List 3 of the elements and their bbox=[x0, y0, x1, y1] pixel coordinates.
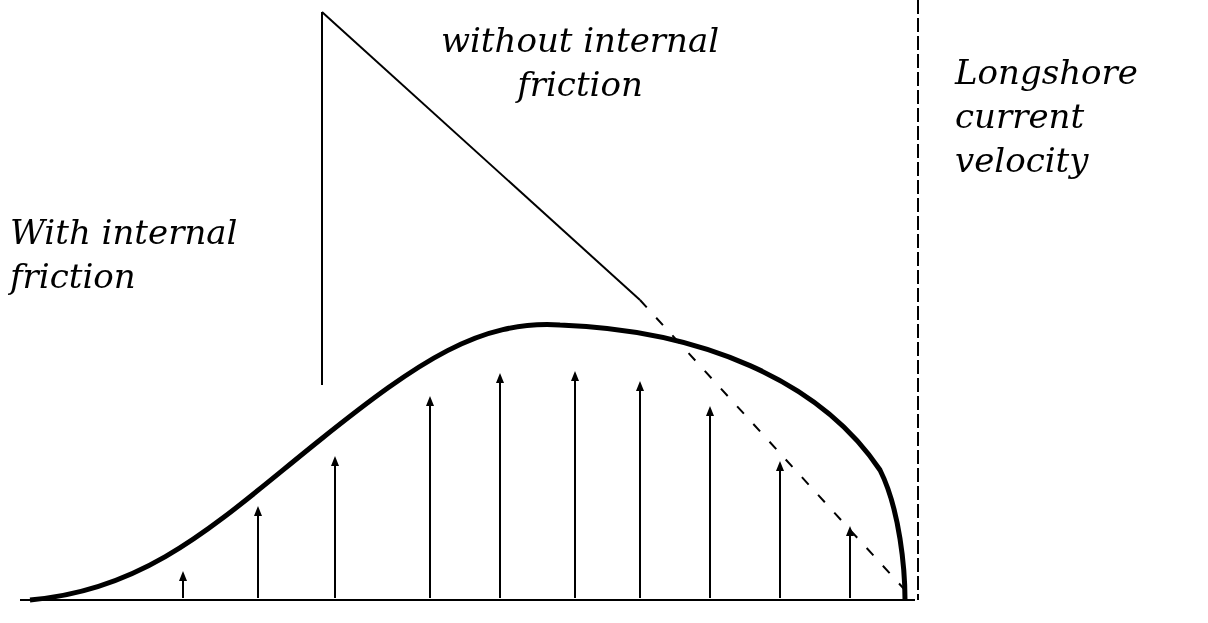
curve-label: without internal friction bbox=[439, 19, 721, 106]
curve-label: With internal friction bbox=[10, 211, 239, 298]
axis-label: Longshore current velocity bbox=[955, 51, 1139, 182]
